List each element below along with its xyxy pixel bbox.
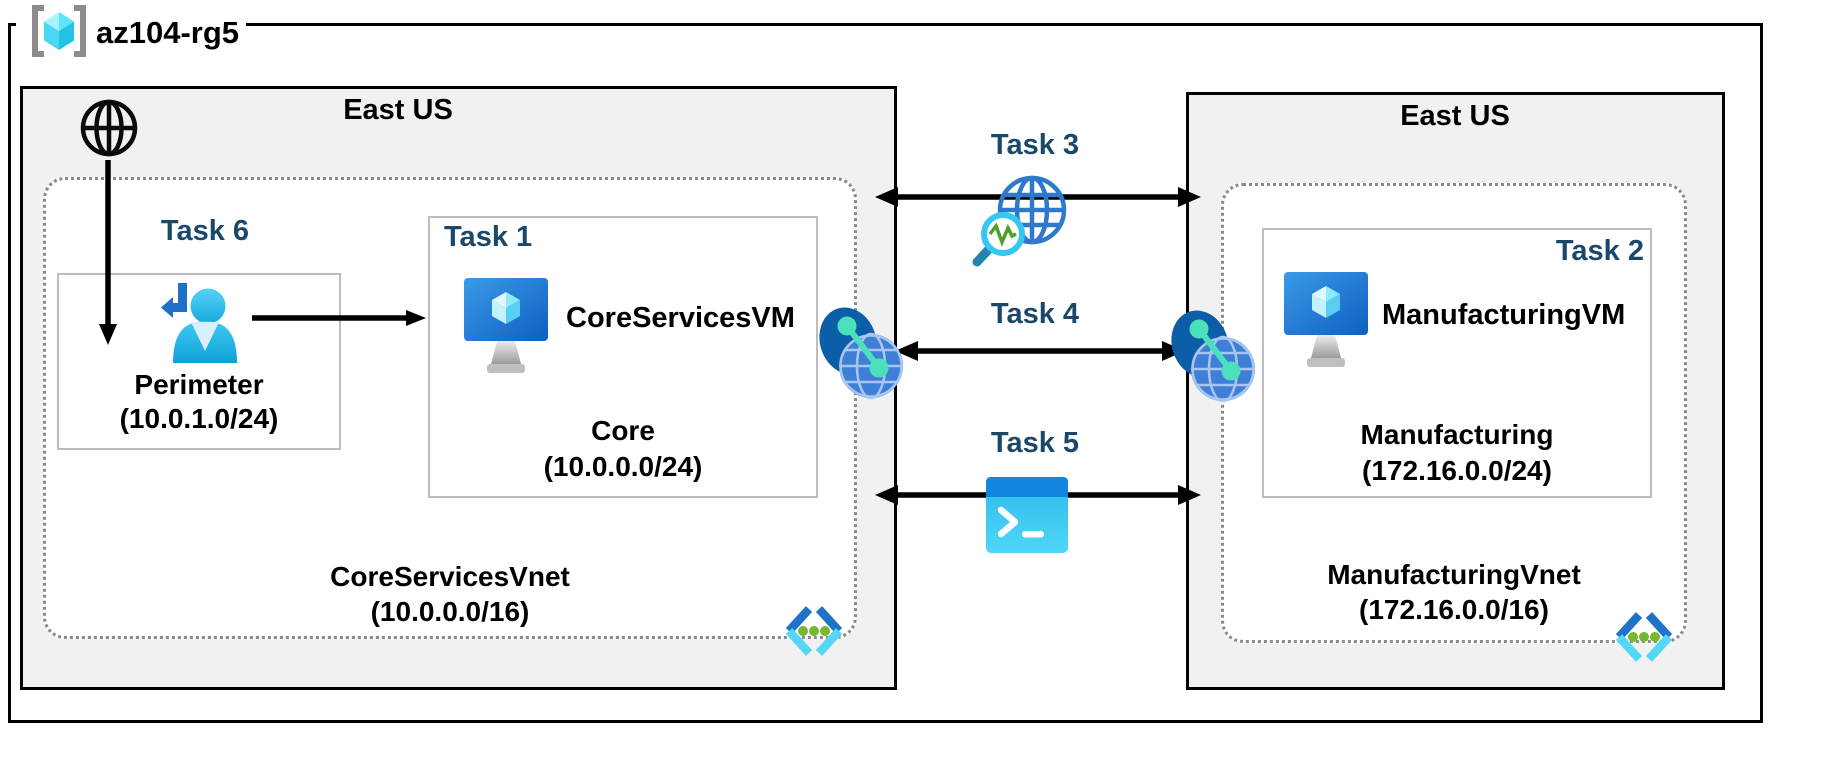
perimeter-subnet-name: Perimeter: [134, 369, 264, 400]
virtual-machine-icon: [1284, 272, 1368, 367]
vnet-peering-icon-right: [1171, 310, 1255, 403]
guest-user-icon: [161, 283, 237, 363]
task1-label: Task 1: [444, 221, 533, 253]
powershell-terminal-icon: [986, 477, 1068, 553]
manufacturing-subnet-cidr: (172.16.0.0/24): [1362, 455, 1552, 486]
core-subnet-cidr: (10.0.0.0/24): [543, 451, 703, 482]
virtual-machine-icon: [464, 278, 548, 373]
vnet-name-right: ManufacturingVnet: [1327, 559, 1581, 590]
virtual-network-icon-left: [785, 606, 843, 656]
task6-label: Task 6: [160, 215, 250, 247]
vnet-cidr-right: (172.16.0.0/16): [1359, 594, 1549, 625]
vm-name-right: ManufacturingVM: [1382, 299, 1626, 331]
internet-globe-icon: [80, 99, 138, 157]
vm-name-left: CoreServicesVM: [566, 302, 795, 334]
virtual-network-icon-right: [1615, 612, 1673, 662]
task4-label: Task 4: [990, 298, 1080, 330]
task5-label: Task 5: [990, 427, 1080, 459]
region-title-right: East US: [1400, 100, 1510, 132]
task2-label: Task 2: [1555, 235, 1644, 267]
resource-group-border-gap: [16, 20, 246, 29]
resource-group-label: az104-rg5: [96, 15, 240, 50]
manufacturing-subnet-name: Manufacturing: [1360, 419, 1554, 450]
network-watcher-icon: [972, 175, 1067, 267]
core-subnet-name: Core: [591, 415, 655, 446]
vnet-name-left: CoreServicesVnet: [330, 561, 570, 592]
task3-label: Task 3: [990, 129, 1080, 161]
region-title-left: East US: [343, 94, 453, 126]
resource-group-icon: [32, 5, 86, 57]
vnet-peering-icon-left: [819, 307, 903, 400]
perimeter-subnet-cidr: (10.0.1.0/24): [119, 403, 279, 434]
vnet-cidr-left: (10.0.0.0/16): [370, 596, 530, 627]
